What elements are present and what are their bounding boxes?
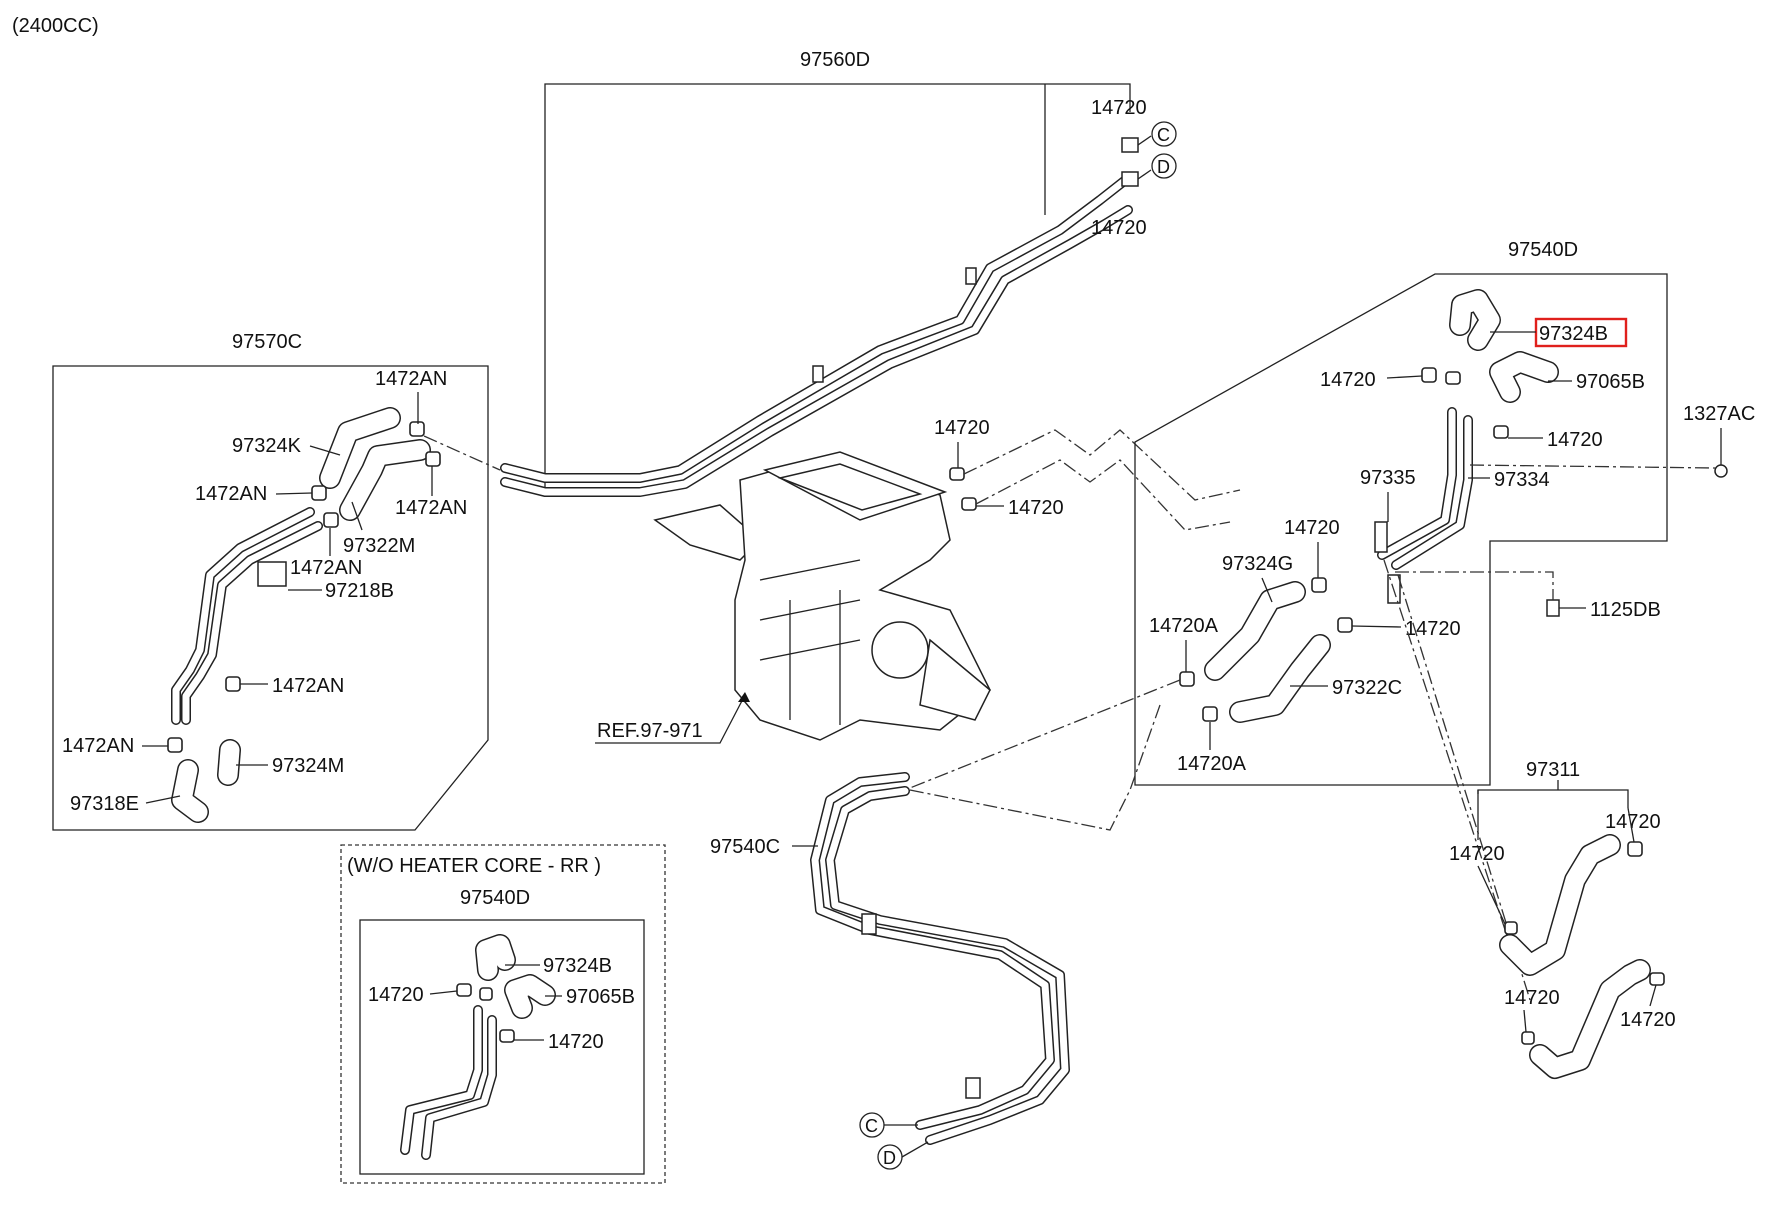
label-97311: 97311 xyxy=(1526,759,1580,781)
callout-d-top-letter: D xyxy=(1157,157,1170,177)
label-97335: 97335 xyxy=(1360,467,1416,489)
callout-d-bottom-letter: D xyxy=(883,1148,896,1168)
label-14720-hvac-b: 14720 xyxy=(1008,497,1064,519)
label-1472AN-e: 1472AN xyxy=(272,675,344,697)
label-97324G: 97324G xyxy=(1222,553,1293,575)
label-97318E: 97318E xyxy=(70,793,139,815)
label-14720-c-top: 14720 xyxy=(1091,97,1147,119)
label-97334: 97334 xyxy=(1494,469,1550,491)
label-14720A-a: 14720A xyxy=(1149,615,1219,637)
label-1472AN-c: 1472AN xyxy=(395,497,467,519)
inset-parts xyxy=(400,934,556,1160)
box-97570C xyxy=(52,365,489,831)
hoses-97311 xyxy=(1499,834,1665,1079)
label-1125DB: 1125DB xyxy=(1590,599,1661,621)
label-ref-97-971: REF.97-971 xyxy=(597,720,703,742)
box-97540D xyxy=(1134,273,1668,786)
inset-label-14720-b: 14720 xyxy=(548,1031,604,1053)
label-97560D: 97560D xyxy=(800,49,870,71)
label-97322C: 97322C xyxy=(1332,677,1402,699)
label-97065B: 97065B xyxy=(1576,371,1645,393)
inset-box xyxy=(340,844,666,1184)
label-14720-hvac-a: 14720 xyxy=(934,417,990,439)
inset-label-97540D: 97540D xyxy=(460,887,530,909)
callout-c-bottom-letter: C xyxy=(865,1116,878,1136)
callout-c-top xyxy=(1151,121,1177,147)
label-1472AN-b: 1472AN xyxy=(195,483,267,505)
inset-label-97065B: 97065B xyxy=(566,986,635,1008)
hvac-unit xyxy=(653,451,991,741)
inset-title: (W/O HEATER CORE - RR ) xyxy=(347,855,601,877)
right-hoses xyxy=(1179,289,1728,723)
engine-note: (2400CC) xyxy=(12,15,99,37)
label-97218B: 97218B xyxy=(325,580,394,602)
label-14720-d-top: 14720 xyxy=(1091,217,1147,239)
label-14720-s2: 14720 xyxy=(1449,843,1505,865)
inset-inner-box xyxy=(359,919,645,1175)
label-14720-s3: 14720 xyxy=(1504,987,1560,1009)
lower-pipe-97540C xyxy=(810,772,1070,1145)
label-97324M: 97324M xyxy=(272,755,344,777)
label-1472AN-f: 1472AN xyxy=(62,735,134,757)
label-97540D: 97540D xyxy=(1508,239,1578,261)
label-14720-r3: 14720 xyxy=(1284,517,1340,539)
label-97570C: 97570C xyxy=(232,331,302,353)
upper-pipe-97560D xyxy=(500,83,1139,497)
label-97324B[interactable]: 97324B xyxy=(1539,323,1608,345)
label-97324K: 97324K xyxy=(232,435,302,457)
label-97540C: 97540C xyxy=(710,836,780,858)
callout-d-top xyxy=(1151,153,1177,179)
label-14720-r1: 14720 xyxy=(1320,369,1376,391)
left-hoses xyxy=(167,407,441,823)
inset-label-97324B: 97324B xyxy=(543,955,612,977)
inset-label-14720-a: 14720 xyxy=(368,984,424,1006)
label-1472AN-a: 1472AN xyxy=(375,368,447,390)
label-1327AC: 1327AC xyxy=(1683,403,1755,425)
label-14720A-b: 14720A xyxy=(1177,753,1247,775)
label-97322M: 97322M xyxy=(343,535,415,557)
label-1472AN-d: 1472AN xyxy=(290,557,362,579)
label-14720-r4: 14720 xyxy=(1405,618,1461,640)
label-14720-r2: 14720 xyxy=(1547,429,1603,451)
callout-c-top-letter: C xyxy=(1157,125,1170,145)
label-14720-s4: 14720 xyxy=(1620,1009,1676,1031)
label-14720-s1: 14720 xyxy=(1605,811,1661,833)
